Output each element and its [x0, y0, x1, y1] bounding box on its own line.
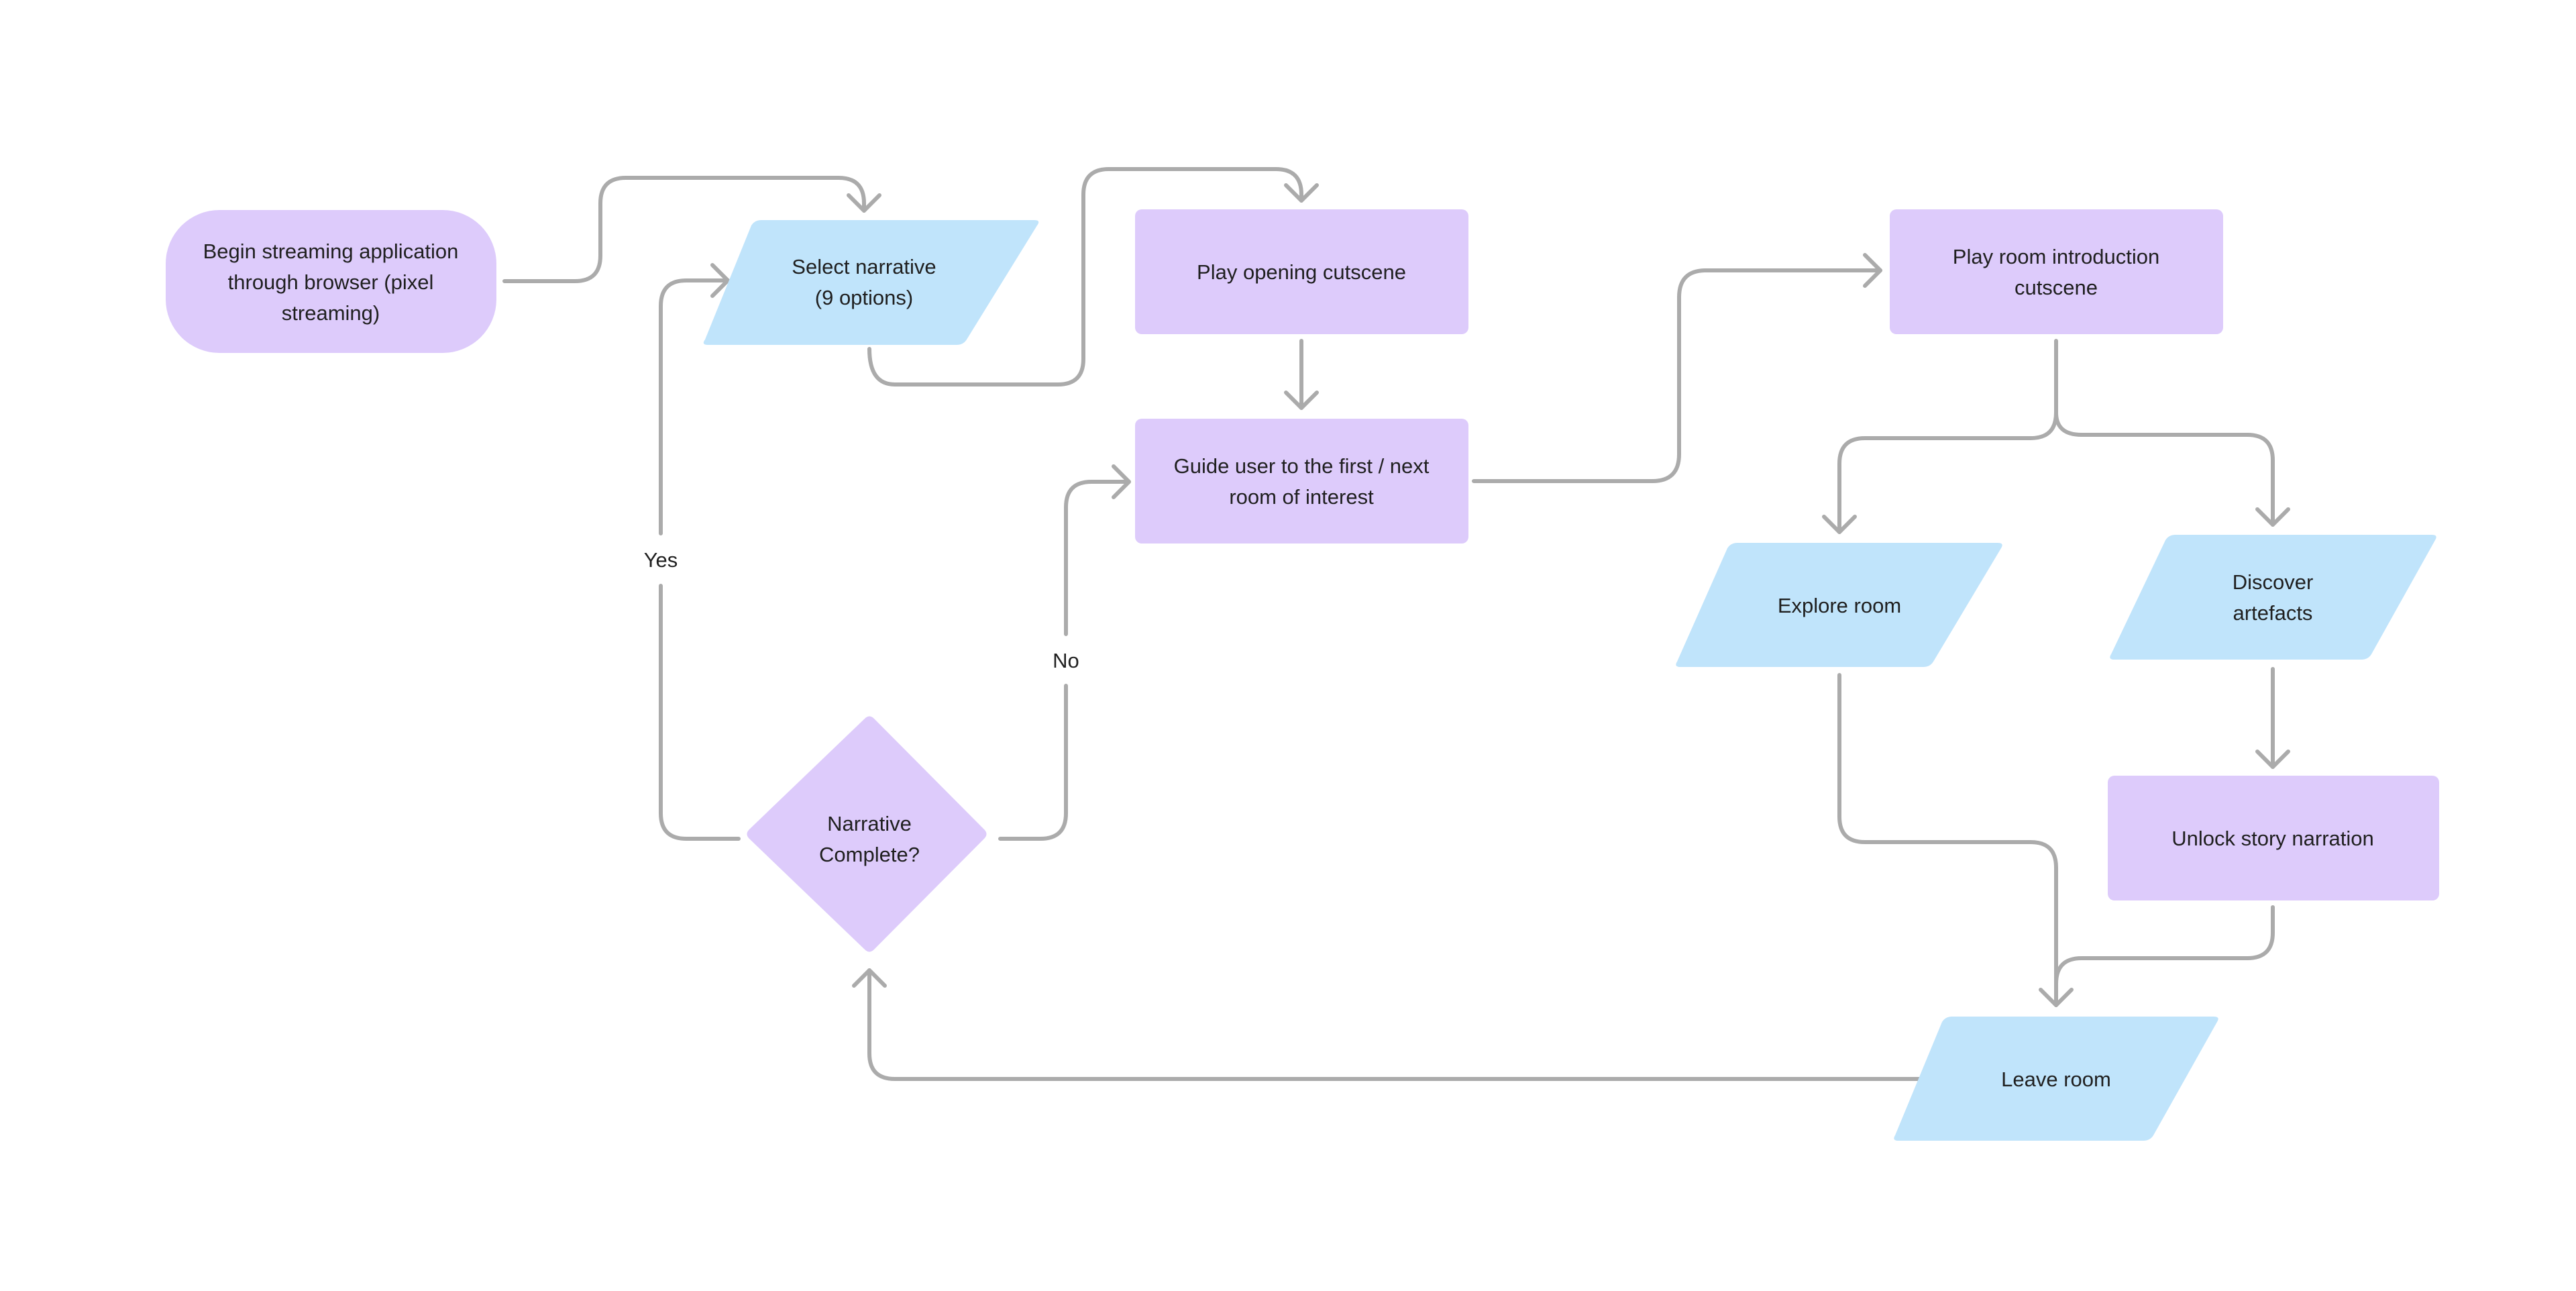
node-label-line: Narrative — [827, 812, 912, 835]
edge-begin-to-select — [502, 176, 866, 283]
edge-complete-to-select-yes-upper — [659, 278, 730, 535]
edge-leave-to-complete-arrowhead — [852, 968, 887, 988]
node-discover-shape — [2110, 535, 2436, 660]
node-label-line: artefacts — [2233, 601, 2313, 625]
edge-leave-to-complete — [867, 968, 1923, 1081]
node-unlock-shape — [2108, 776, 2439, 900]
node-unlock-story-narration[interactable]: Unlock story narration — [2108, 776, 2439, 900]
edge-complete-to-guide-arrowhead — [1112, 464, 1131, 499]
node-explore-room[interactable]: Explore room — [1676, 543, 2002, 667]
node-discover-artefacts[interactable]: Discover artefacts — [2110, 535, 2436, 660]
edge-complete-to-guide-no-upper — [1064, 480, 1131, 636]
edge-unlock-to-leave — [2054, 905, 2275, 1007]
edge-room-intro-to-explore — [1837, 339, 2058, 534]
node-play-opening-cutscene[interactable]: Play opening cutscene — [1135, 209, 1468, 334]
node-label-line: through browser (pixel — [228, 270, 434, 294]
node-label-line: Leave room — [2001, 1068, 2111, 1091]
edge-opening-to-guide-arrowhead — [1284, 391, 1319, 410]
node-discover-label: Discover artefacts — [2233, 570, 2314, 625]
edge-begin-to-select-arrowhead — [847, 193, 881, 213]
node-leave-label: Leave room — [2001, 1068, 2111, 1091]
node-label-line: streaming) — [282, 301, 380, 325]
node-label-line: Play opening cutscene — [1197, 260, 1406, 284]
edge-complete-to-select-arrowhead — [710, 263, 730, 298]
node-opening-shape — [1135, 209, 1468, 334]
edge-label-yes: Yes — [644, 548, 678, 572]
node-begin-shape — [166, 210, 496, 353]
node-select-narrative[interactable]: Select narrative (9 options) — [703, 220, 1039, 345]
edge-select-to-opening-arrowhead — [1284, 183, 1319, 203]
node-label-line: Unlock story narration — [2171, 827, 2374, 850]
edge-explore-to-leave — [1837, 673, 2058, 1007]
node-explore-shape — [1676, 543, 2002, 667]
node-select-label: Select narrative (9 options) — [792, 255, 936, 309]
node-room-intro-label: Play room introduction cutscene — [1953, 245, 2159, 299]
node-begin-label: Begin streaming application through brows… — [203, 240, 459, 325]
node-unlock-label: Unlock story narration — [2171, 827, 2374, 850]
node-label-line: cutscene — [2015, 276, 2098, 299]
edge-complete-to-select-yes — [659, 584, 741, 841]
node-label-line: Complete? — [819, 843, 920, 866]
edge-guide-to-room-intro-arrowhead — [1863, 253, 1882, 288]
edge-guide-to-room-intro — [1472, 268, 1882, 483]
node-leave-room[interactable]: Leave room — [1894, 1017, 2218, 1141]
edge-complete-to-guide-no — [998, 684, 1068, 841]
node-label-line: (9 options) — [815, 286, 913, 309]
node-label-line: Discover — [2233, 570, 2314, 594]
edge-label-no: No — [1053, 649, 1079, 672]
edges — [502, 167, 2290, 1081]
node-complete-shape — [747, 716, 987, 952]
node-play-room-intro-cutscene[interactable]: Play room introduction cutscene — [1890, 209, 2223, 334]
node-room-intro-shape — [1890, 209, 2223, 334]
node-label-line: Play room introduction — [1953, 245, 2159, 268]
node-label-line: Begin streaming application — [203, 240, 459, 263]
node-label-line: Explore room — [1778, 594, 1901, 617]
node-opening-label: Play opening cutscene — [1197, 260, 1406, 284]
node-begin-streaming[interactable]: Begin streaming application through brows… — [166, 210, 496, 353]
node-label-line: Guide user to the first / next — [1174, 454, 1430, 478]
node-guide-user[interactable]: Guide user to the first / next room of in… — [1135, 419, 1468, 544]
node-guide-label: Guide user to the first / next room of in… — [1174, 454, 1430, 509]
edge-select-to-opening — [867, 167, 1303, 386]
edge-room-intro-to-discover-arrowhead — [2255, 507, 2290, 527]
node-label-line: room of interest — [1229, 485, 1374, 509]
node-select-shape — [703, 220, 1039, 345]
edge-room-intro-to-explore-arrowhead — [1822, 515, 1857, 534]
node-guide-shape — [1135, 419, 1468, 544]
node-label-line: Select narrative — [792, 255, 936, 278]
edge-discover-to-unlock-arrowhead — [2255, 750, 2290, 769]
node-leave-shape — [1894, 1017, 2218, 1141]
edge-room-intro-to-discover — [2054, 411, 2275, 527]
node-explore-label: Explore room — [1778, 594, 1901, 617]
